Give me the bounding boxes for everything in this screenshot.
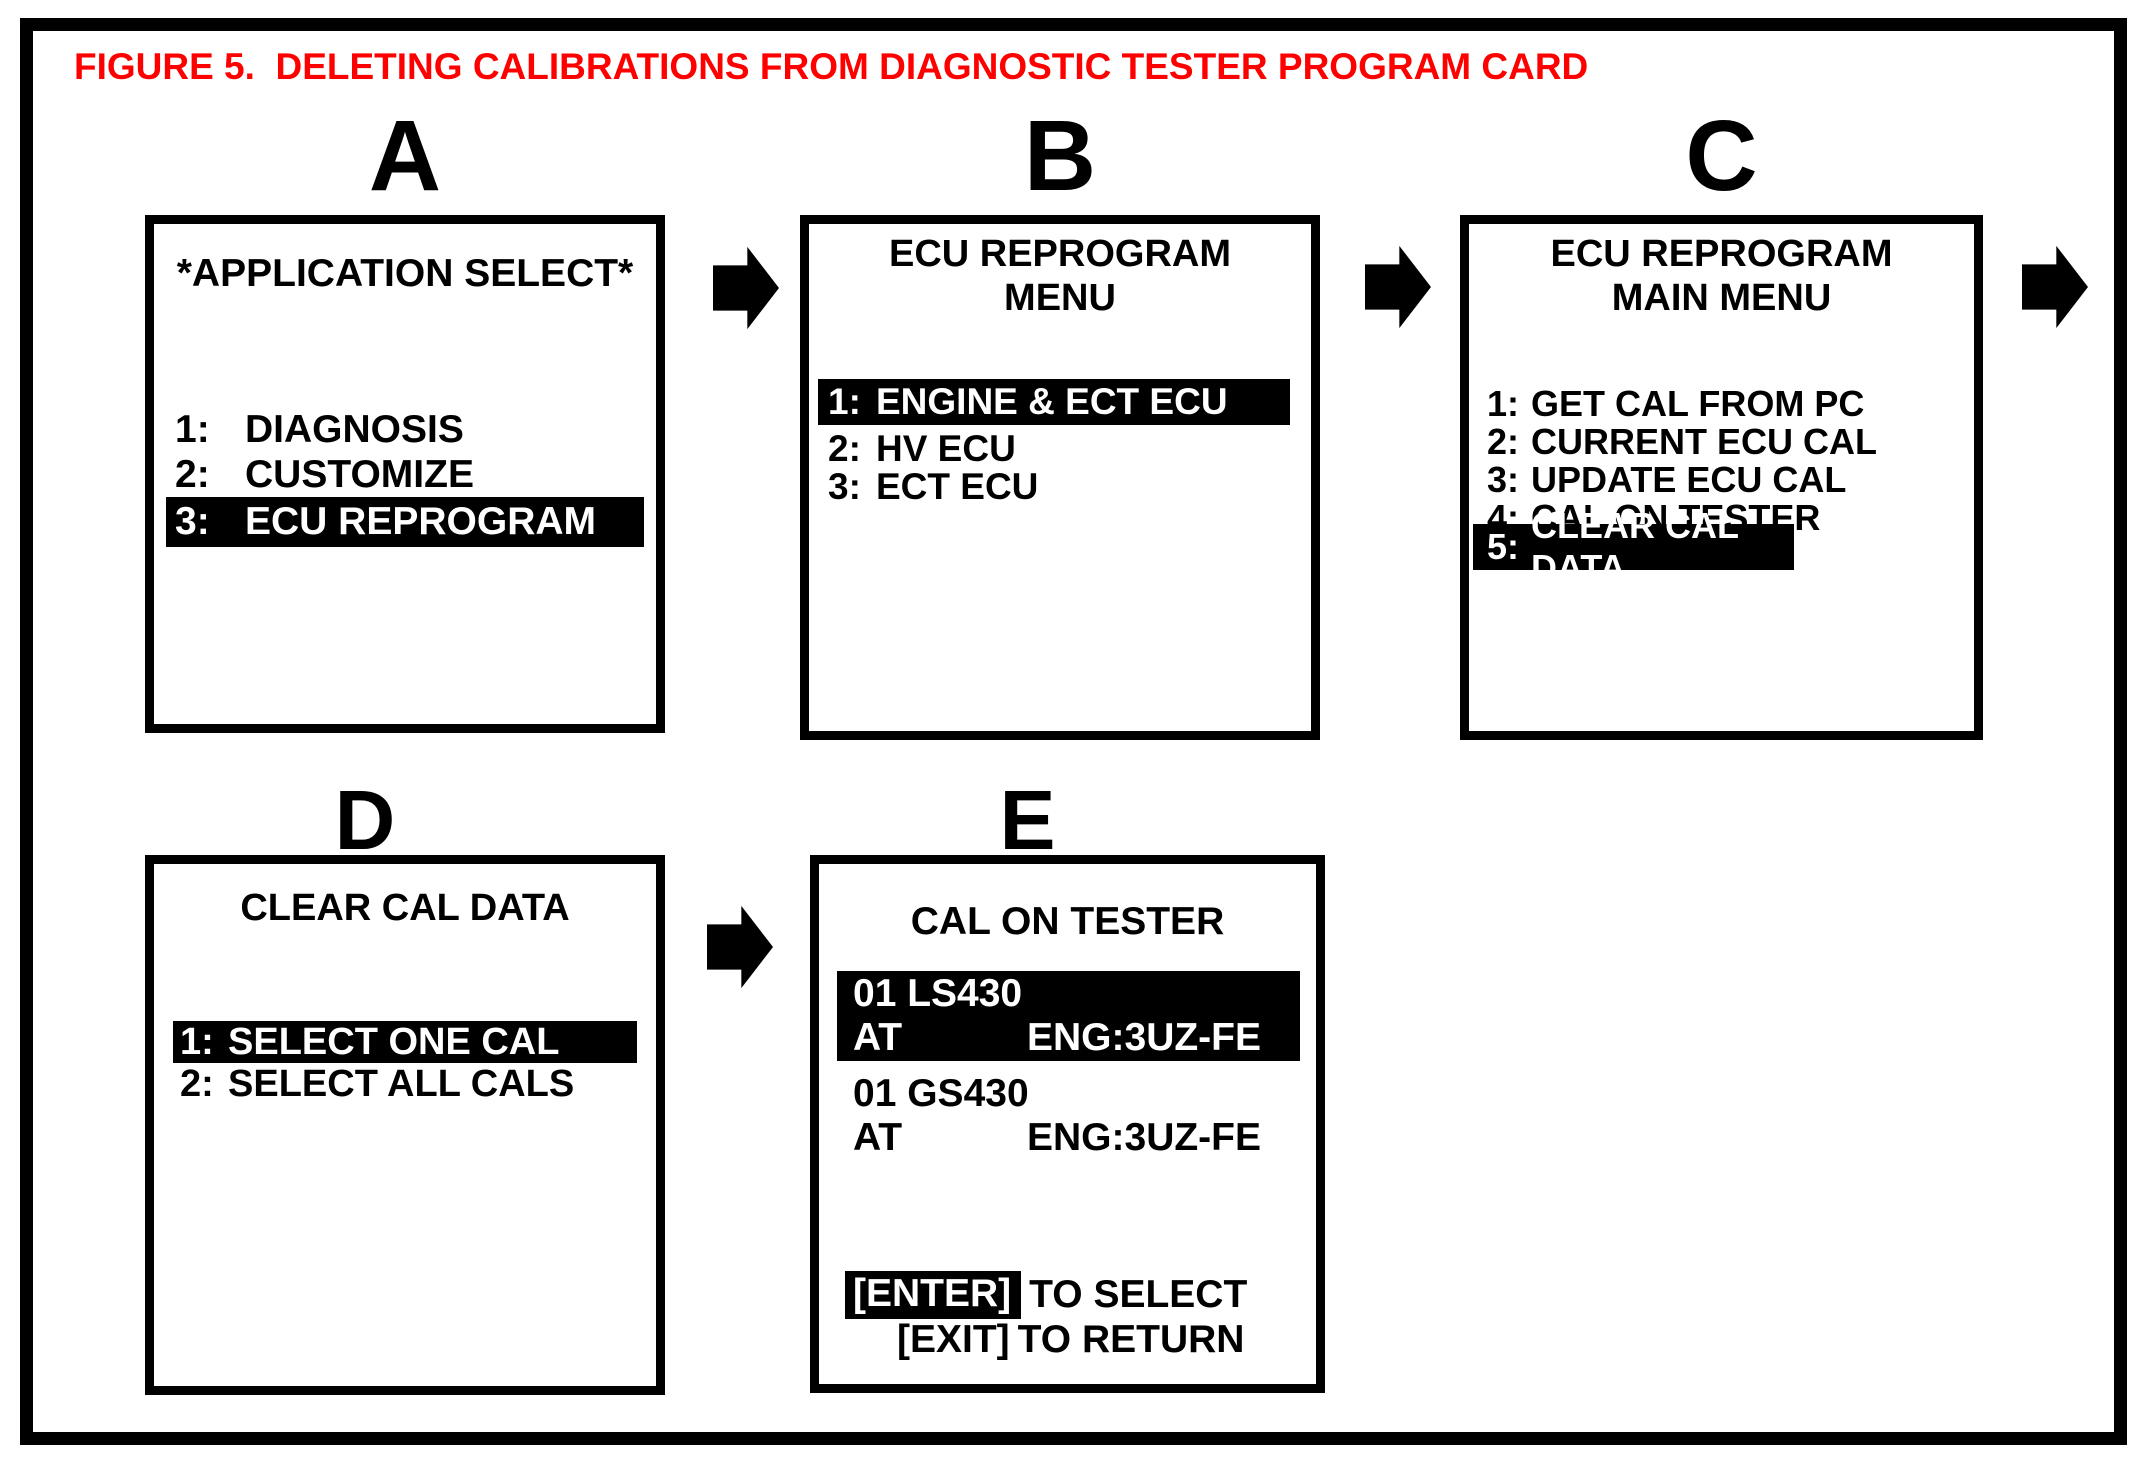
menu-item: 2: CUSTOMIZE	[154, 452, 656, 497]
menu-item-label: GET CAL FROM PC	[1531, 383, 1865, 424]
menu-item: 3: UPDATE ECU CAL	[1469, 459, 1974, 500]
cal-spec-line: AT ENG:3UZ-FE	[853, 1116, 1300, 1160]
menu-item-label: SELECT ONE CAL	[228, 1020, 560, 1063]
screen-title: ECU REPROGRAM MENU	[888, 233, 1232, 319]
screen-title: ECU REPROGRAM MAIN MENU	[1550, 233, 1893, 319]
menu-item-number: 1:	[1487, 383, 1520, 424]
menu-item-label: HV ECU	[876, 428, 1016, 469]
menu-item-label: CLEAR CAL DATA	[1531, 505, 1739, 588]
cal-engine: ENG:3UZ-FE	[1027, 1116, 1261, 1159]
menu-item-selected: 3: ECU REPROGRAM	[166, 497, 644, 547]
menu-item-number: 4:	[1487, 497, 1520, 538]
cal-engine: ENG:3UZ-FE	[1027, 1016, 1261, 1059]
key-name: [ENTER]	[845, 1270, 1022, 1319]
menu-item-label: ENGINE & ECT ECU	[876, 381, 1228, 422]
menu-item: 1: GET CAL FROM PC	[1469, 383, 1974, 424]
menu-item-number: 1:	[180, 1020, 214, 1063]
menu-item: 1: DIAGNOSIS	[154, 407, 656, 452]
panel-letter-b: B	[1023, 100, 1097, 212]
key-action: TO SELECT	[1029, 1272, 1248, 1316]
menu-list: 1: GET CAL FROM PC 2: CURRENT ECU CAL 3: UPDA…	[1469, 383, 1974, 588]
menu-list: 1: SELECT ONE CAL 2: SELECT ALL CALS	[154, 1021, 656, 1105]
cal-model-line: 01 GS430	[853, 1072, 1029, 1115]
menu-list: 1: DIAGNOSIS 2: CUSTOMIZE 3: ECU REPROGRAM	[154, 407, 656, 547]
panel-letter-e: E	[999, 773, 1056, 867]
menu-item-number: 5:	[1487, 526, 1520, 567]
menu-item-label: DIAGNOSIS	[245, 407, 464, 451]
menu-item: 2: CURRENT ECU CAL	[1469, 421, 1974, 462]
key-hint-line: [EXIT]TO RETURN	[897, 1317, 1247, 1362]
menu-item: 4: CAL ON TESTER	[1469, 497, 1974, 538]
menu-item-number: 2:	[828, 428, 861, 469]
key-hint-footer: [ENTER]TO SELECT[EXIT]TO RETURN	[845, 1270, 1248, 1362]
cal-transmission: AT	[853, 1116, 903, 1159]
screen-title: CAL ON TESTER	[910, 900, 1225, 943]
menu-item-selected: 1: SELECT ONE CAL	[173, 1021, 637, 1063]
screen-box: CLEAR CAL DATA 1: SELECT ONE CAL 2: SELECT …	[145, 855, 665, 1395]
menu-item-number: 1:	[175, 407, 210, 451]
menu-item-label: SELECT ALL CALS	[228, 1062, 575, 1105]
cal-transmission: AT	[853, 1016, 903, 1059]
menu-item: 2: HV ECU	[809, 428, 1311, 469]
key-action: TO RETURN	[1017, 1317, 1245, 1361]
menu-item-number: 3:	[828, 466, 861, 507]
menu-list: 1: ENGINE & ECT ECU 2: HV ECU 3: ECT ECU	[809, 379, 1311, 507]
menu-item-selected: 1: ENGINE & ECT ECU	[818, 379, 1290, 425]
menu-item-label: CUSTOMIZE	[245, 452, 474, 496]
panel-letter-c: C	[1685, 100, 1758, 212]
figure-title: FIGURE 5. DELETING CALIBRATIONS FROM DIA…	[74, 46, 1589, 87]
menu-item-number: 2:	[175, 452, 210, 496]
menu-item-label: ECU REPROGRAM	[245, 500, 597, 543]
cal-spec-line: AT ENG:3UZ-FE	[853, 1016, 1300, 1060]
figure-outer-frame	[20, 18, 2127, 1445]
menu-item-number: 3:	[1487, 459, 1520, 500]
menu-item-label: ECT ECU	[876, 466, 1039, 507]
menu-item-selected: 5: CLEAR CAL DATA	[1473, 505, 1794, 588]
menu-item-label: UPDATE ECU CAL	[1531, 459, 1847, 500]
menu-item-number: 2:	[180, 1062, 214, 1105]
screen-box: *APPLICATION SELECT* 1: DIAGNOSIS 2: CUSTOM…	[145, 215, 665, 733]
menu-item-number: 1:	[828, 381, 861, 422]
screen-box: ECU REPROGRAM MENU 1: ENGINE & ECT ECU 2: H…	[800, 215, 1320, 740]
screen-title: *APPLICATION SELECT*	[176, 252, 634, 295]
screen-title: CLEAR CAL DATA	[240, 887, 570, 929]
panel-letter-a: A	[368, 100, 442, 212]
key-name: [EXIT]	[897, 1317, 1010, 1361]
key-hint-line: [ENTER]TO SELECT	[845, 1270, 1248, 1319]
menu-item: 2: SELECT ALL CALS	[154, 1063, 656, 1105]
menu-item-label: CURRENT ECU CAL	[1531, 421, 1877, 462]
menu-item: 3: ECT ECU	[809, 466, 1311, 507]
menu-item-label: CAL ON TESTER	[1531, 497, 1821, 538]
menu-item-number: 2:	[1487, 421, 1520, 462]
panel-letter-d: D	[334, 773, 396, 867]
screen-box: ECU REPROGRAM MAIN MENU 1: GET CAL FROM P…	[1460, 215, 1983, 740]
menu-item-number: 3:	[175, 500, 210, 543]
cal-model-line: 01 LS430	[853, 972, 1023, 1015]
